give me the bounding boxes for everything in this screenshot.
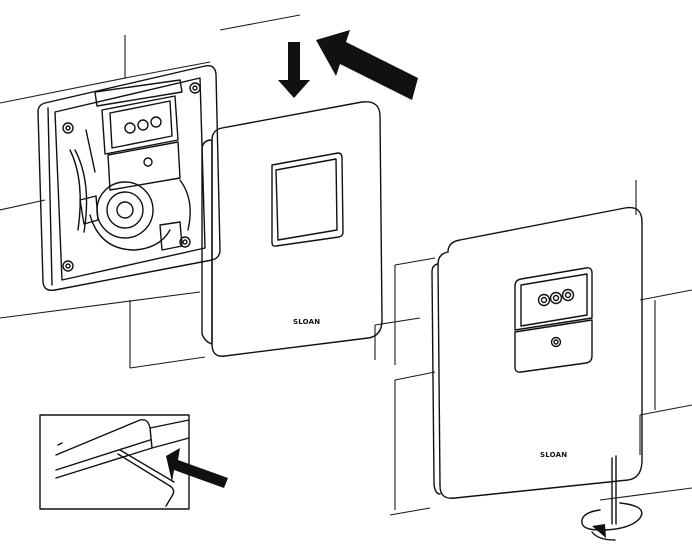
inset-detail bbox=[39, 414, 190, 510]
push-arrow-icon bbox=[278, 30, 418, 100]
front-cover: SLOAN bbox=[201, 101, 383, 357]
rotate-arrow-icon bbox=[581, 502, 643, 541]
hex-key-icon bbox=[117, 449, 175, 507]
brand-label-front: SLOAN bbox=[293, 318, 320, 326]
inset-arrow-icon bbox=[166, 448, 228, 488]
brand-label-installed: SLOAN bbox=[540, 451, 567, 459]
wall-tiles bbox=[0, 14, 692, 516]
hex-key-installed bbox=[611, 455, 617, 525]
installed-sensor: SLOAN bbox=[431, 206, 643, 499]
wall-box-open bbox=[37, 64, 221, 292]
